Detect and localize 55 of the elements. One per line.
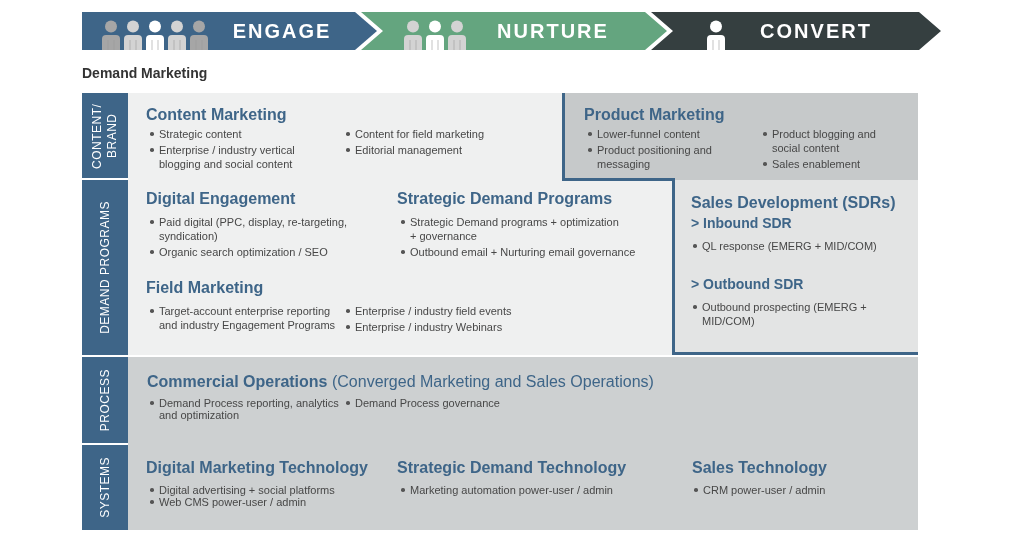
stage-banner [361, 12, 667, 50]
bullet-item: Organic search optimization / SEO [148, 245, 328, 259]
section-panel [128, 268, 672, 355]
bullet-item: Editorial management [344, 143, 462, 157]
bullet-item: Strategic Demand programs + optimization + governance [399, 215, 624, 243]
bullet-item: Outbound prospecting (EMERG + MID/COM) [691, 300, 901, 328]
stage-label: NURTURE [497, 19, 609, 43]
subsection-heading: > Outbound SDR [691, 275, 804, 293]
row-header-band [82, 357, 128, 443]
bullet-item: Outbound email + Nurturing email governance [399, 245, 636, 259]
bullet-item: Web CMS power-user / admin [148, 496, 307, 508]
bullet-item: Product positioning and messaging [586, 143, 737, 171]
stage-label: CONVERT [760, 19, 872, 43]
section-heading: Product Marketing [584, 105, 725, 125]
stage-banner [82, 12, 377, 50]
section-heading: Digital Engagement [146, 189, 296, 209]
section-heading: Commercial Operations (Converged Marketing and Sales Operations) [147, 372, 654, 392]
bullet-item: Content for field marketing [344, 127, 484, 141]
bullet-item: Paid digital (PPC, display, re-targeting, syndication) [148, 215, 374, 243]
section-panel [672, 180, 918, 355]
section-heading: Sales Development (SDRs) [691, 193, 896, 213]
section-panel [128, 357, 918, 444]
bullet-item: Lower-funnel content [586, 127, 700, 141]
bullet-item: Enterprise / industry field events [344, 304, 512, 318]
section-heading: Strategic Demand Technology [397, 458, 627, 478]
bullet-item: QL response (EMERG + MID/COM) [691, 239, 877, 253]
row-label: DEMAND PROGRAMS [97, 201, 113, 334]
bullet-item: Marketing automation power-user / admin [399, 484, 613, 496]
row-label: SYSTEMS [97, 457, 113, 518]
section-heading: Field Marketing [146, 278, 264, 298]
stage-banner [651, 12, 941, 50]
row-header-band [82, 445, 128, 530]
stage-label: ENGAGE [232, 19, 332, 43]
row-header-band [82, 93, 128, 178]
row-label: PROCESS [97, 368, 113, 432]
bullet-item: Digital advertising + social platforms [148, 484, 335, 496]
section-heading: Content Marketing [146, 105, 287, 125]
subsection-heading: > Inbound SDR [691, 214, 792, 232]
section-panel [128, 93, 562, 180]
bullet-item: CRM power-user / admin [692, 484, 826, 496]
bullet-item: Enterprise / industry vertical blogging and social content [148, 143, 319, 171]
bullet-item: Demand Process reporting, analytics and optimization [148, 397, 347, 421]
section-heading: Sales Technology [692, 458, 827, 478]
diagram-title: Demand Marketing [82, 65, 208, 82]
row-label: CONTENT/ BRAND [90, 101, 120, 171]
bullet-item: Strategic content [148, 127, 242, 141]
bullet-item: Demand Process governance [344, 397, 500, 409]
bullet-item: Enterprise / industry Webinars [344, 320, 503, 334]
row-header-band [82, 180, 128, 355]
bullet-item: Product blogging and social content [761, 127, 887, 155]
section-panel [562, 93, 918, 180]
section-heading: Strategic Demand Programs [397, 189, 613, 209]
bullet-item: Target-account enterprise reporting and industry Engagement Programs [148, 304, 343, 332]
bullet-item: Sales enablement [761, 157, 861, 171]
section-heading: Digital Marketing Technology [146, 458, 368, 478]
